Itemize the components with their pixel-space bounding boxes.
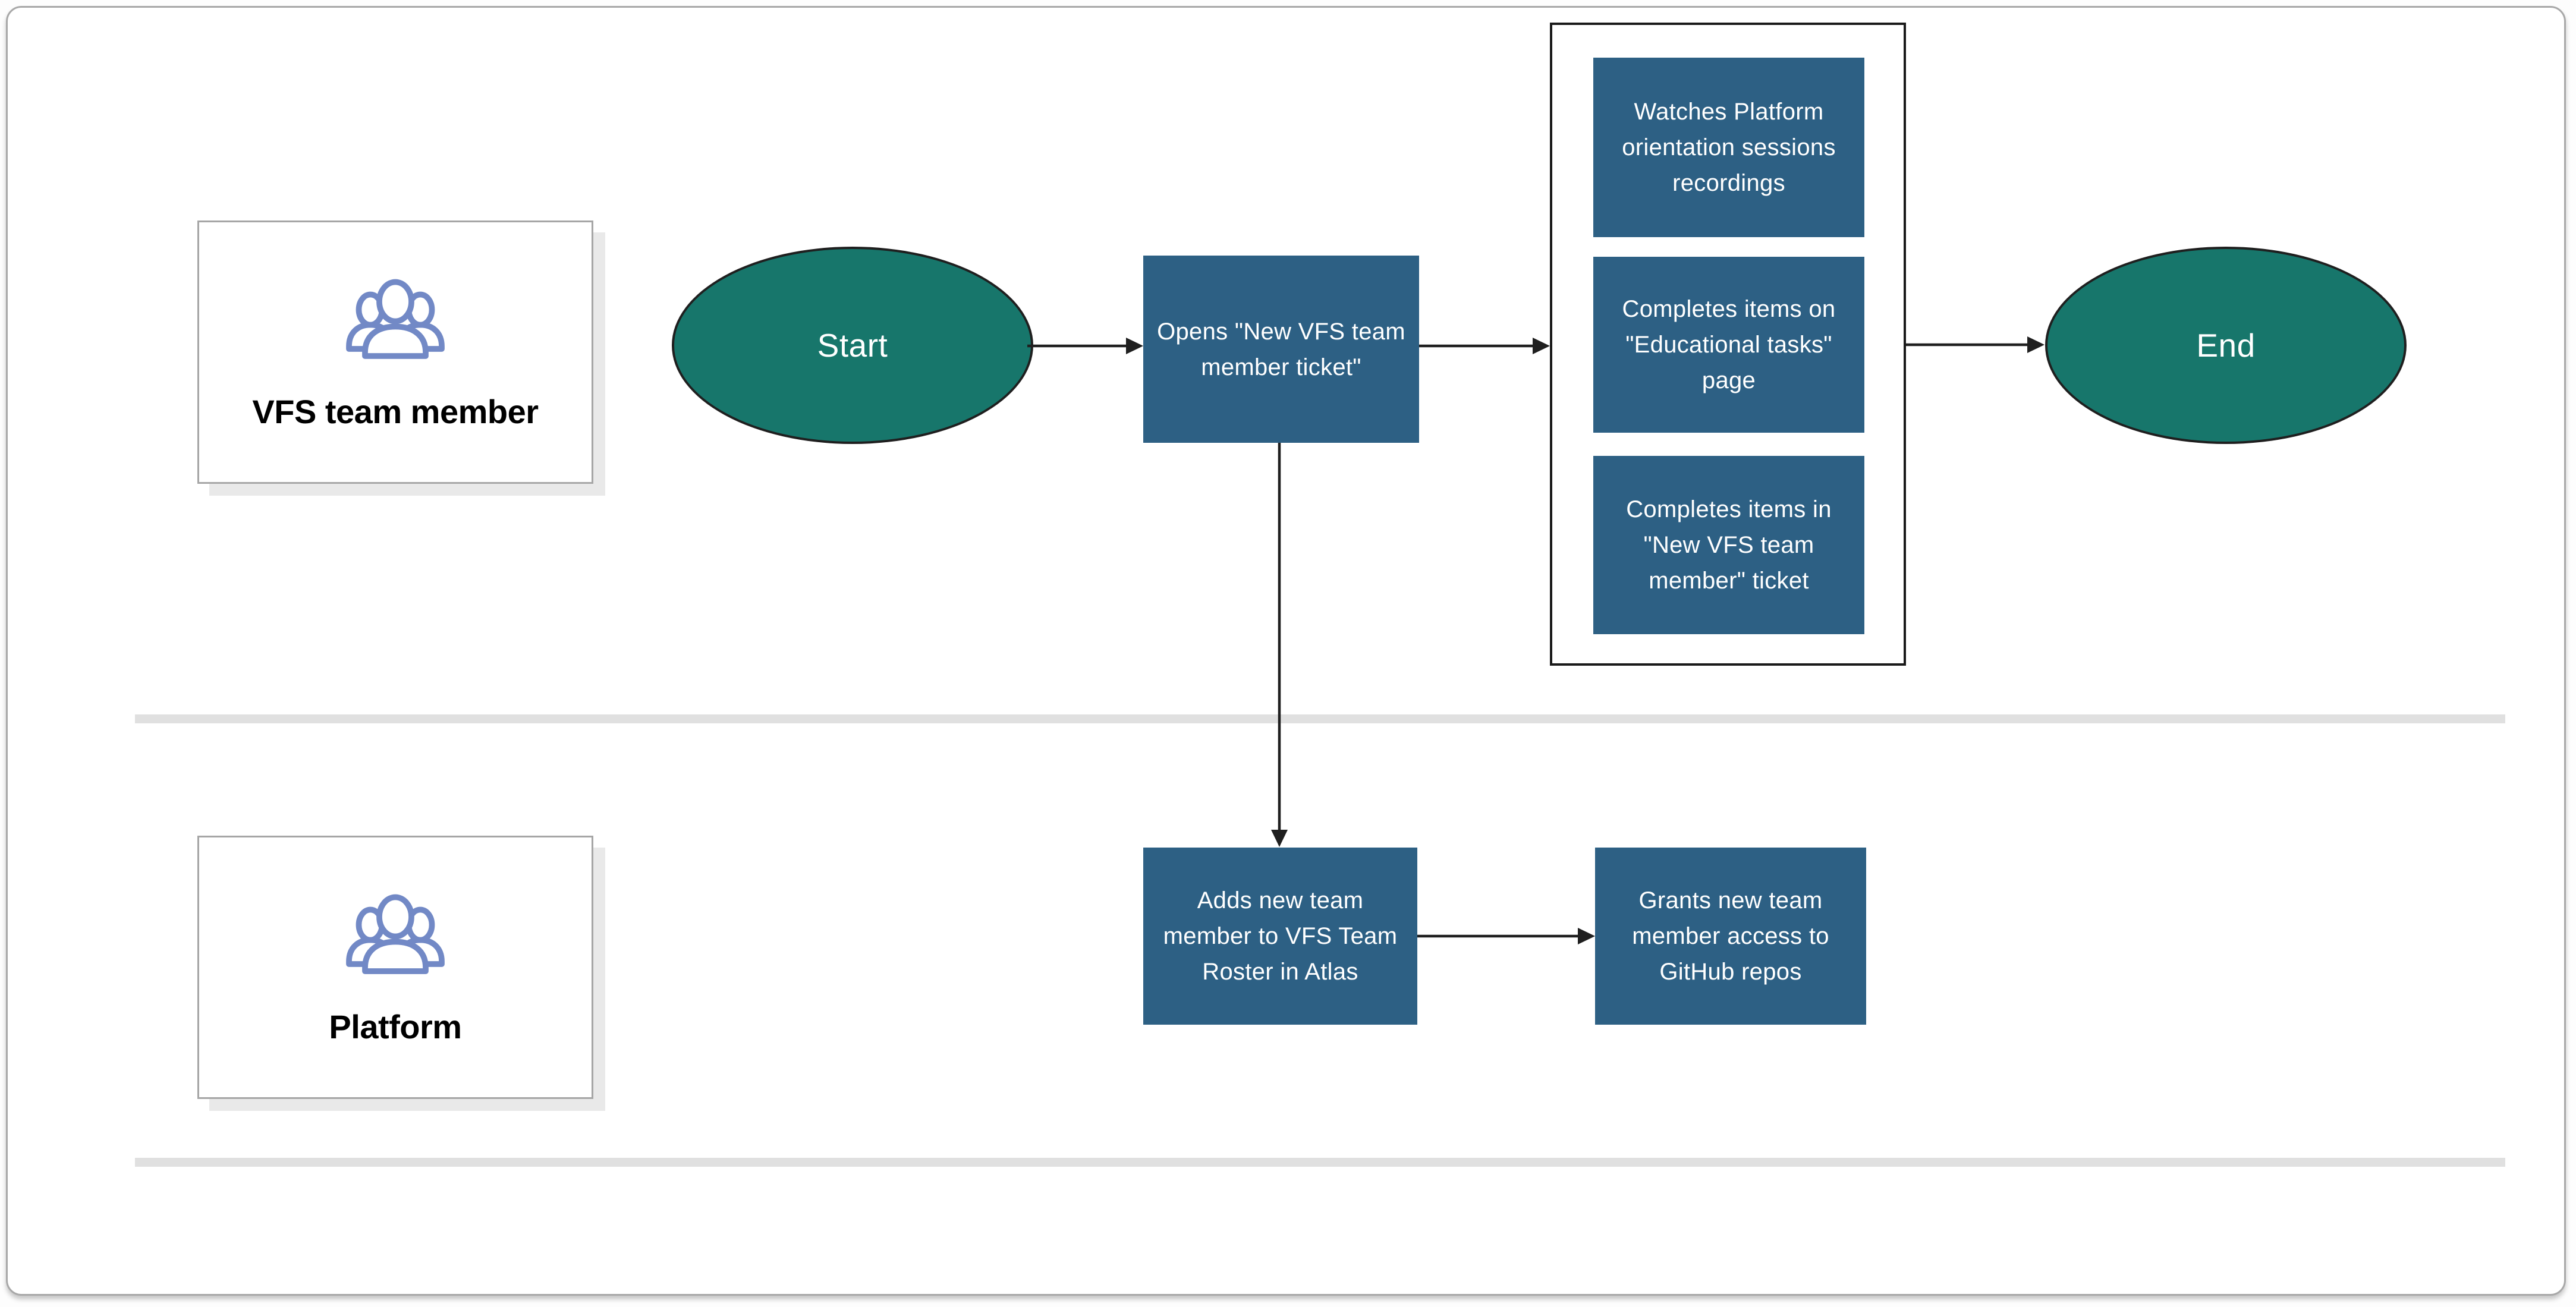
process-label: Opens "New VFS team member ticket" — [1157, 318, 1405, 380]
process-educational-tasks: Completes items on "Educational tasks" p… — [1593, 257, 1864, 433]
process-label: Completes items on "Educational tasks" p… — [1622, 296, 1836, 393]
process-label: Adds new team member to VFS Team Roster … — [1163, 887, 1398, 985]
start-node-label: Start — [817, 327, 888, 364]
people-group-icon — [346, 279, 445, 359]
actor-box-vfs-team-member: VFS team member — [197, 221, 593, 484]
process-member-ticket-items: Completes items in "New VFS team member"… — [1593, 456, 1864, 634]
end-node-label: End — [2196, 327, 2256, 364]
process-grants-github: Grants new team member access to GitHub … — [1595, 848, 1866, 1025]
actor-box-platform: Platform — [197, 836, 593, 1099]
end-node: End — [2045, 247, 2407, 444]
process-opens-new-vfs-ticket: Opens "New VFS team member ticket" — [1143, 256, 1419, 443]
page-frame — [6, 6, 2566, 1296]
lane-divider-top — [135, 714, 2505, 723]
process-label: Watches Platform orientation sessions re… — [1622, 99, 1836, 196]
process-label: Completes items in "New VFS team member"… — [1626, 496, 1832, 594]
lane-label: VFS team member — [252, 393, 539, 430]
people-group-icon — [346, 894, 445, 974]
process-adds-roster: Adds new team member to VFS Team Roster … — [1143, 848, 1417, 1025]
lane-label: Platform — [329, 1008, 462, 1045]
process-watches-orientation: Watches Platform orientation sessions re… — [1593, 58, 1864, 237]
lane-divider-bottom — [135, 1158, 2505, 1167]
process-label: Grants new team member access to GitHub … — [1632, 887, 1829, 985]
start-node: Start — [672, 247, 1033, 444]
